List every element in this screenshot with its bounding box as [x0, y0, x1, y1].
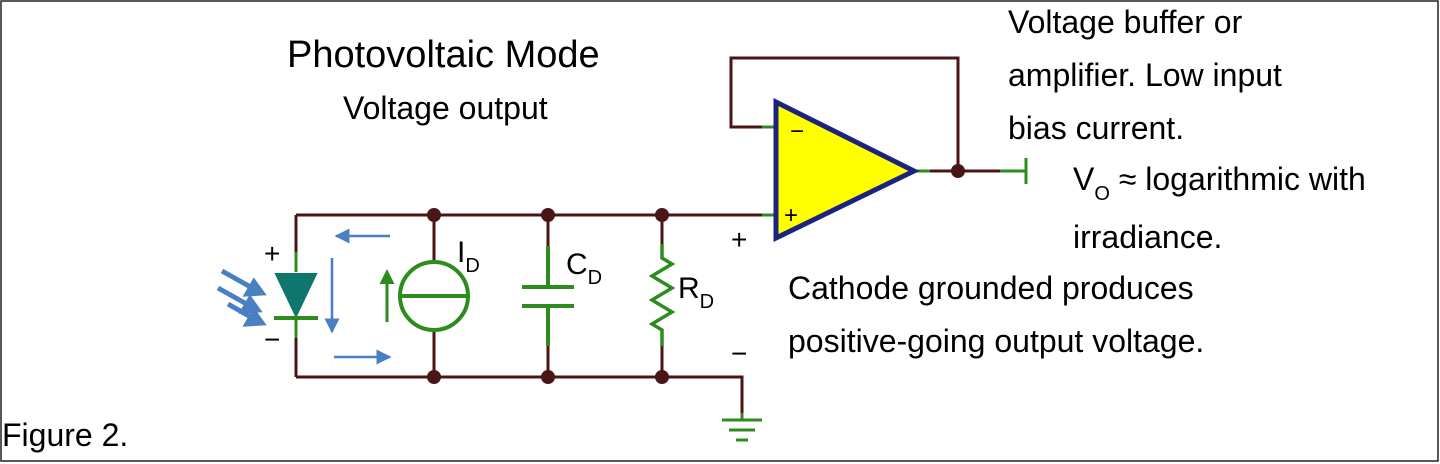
figure-caption: Figure 2.: [2, 417, 129, 453]
ground-symbol: [722, 413, 762, 442]
opamp-noninverting-sign: +: [784, 202, 798, 229]
current-source: [379, 260, 470, 332]
capacitor: [522, 246, 574, 346]
output-note-line: irradiance.: [1073, 219, 1223, 255]
diode-plus-sign: +: [264, 238, 281, 269]
current-flow-arrows: [324, 228, 392, 365]
junction-dot: [541, 208, 555, 222]
junction-dot: [427, 370, 441, 384]
junction-dot: [655, 208, 669, 222]
junction-dots: [427, 164, 965, 384]
buffer-note-line: Voltage buffer or: [1008, 4, 1243, 40]
input-minus-sign: −: [731, 338, 748, 369]
junction-dot: [951, 164, 965, 178]
cathode-note-line: Cathode grounded produces: [788, 270, 1194, 306]
opamp: − +: [762, 97, 930, 242]
resistor-label: RD: [678, 272, 715, 313]
resistor: [648, 244, 676, 346]
current-source-label: ID: [457, 236, 480, 277]
output-symbol: VO: [1073, 161, 1110, 205]
junction-dot: [541, 370, 555, 384]
output-note: VO ≈ logarithmic with irradiance.: [1073, 153, 1366, 264]
buffer-note: Voltage buffer or amplifier. Low input b…: [1008, 0, 1282, 155]
capacitor-label: CD: [566, 248, 603, 289]
diagram-subtitle: Voltage output: [343, 90, 548, 126]
photodiode: [274, 252, 318, 338]
input-plus-sign: +: [731, 224, 748, 255]
buffer-note-line: amplifier. Low input: [1008, 57, 1282, 93]
bottom-rail: [296, 375, 744, 413]
buffer-note-line: bias current.: [1008, 110, 1185, 146]
current-source-circle: [398, 260, 470, 332]
opamp-triangle: [773, 97, 920, 242]
diode-minus-sign: −: [264, 324, 281, 355]
output-terminal: [1000, 158, 1028, 184]
output-note-line: VO ≈ logarithmic with: [1073, 161, 1366, 205]
opamp-inverting-sign: −: [790, 118, 804, 145]
junction-dot: [655, 370, 669, 384]
diagram-title: Photovoltaic Mode: [287, 34, 600, 76]
feedback-wire: [729, 56, 960, 171]
light-arrows: [216, 268, 267, 327]
cathode-note: Cathode grounded produces positive-going…: [788, 262, 1204, 368]
cathode-note-line: positive-going output voltage.: [788, 323, 1205, 359]
junction-dot: [427, 208, 441, 222]
photodiode-triangle: [274, 273, 318, 319]
